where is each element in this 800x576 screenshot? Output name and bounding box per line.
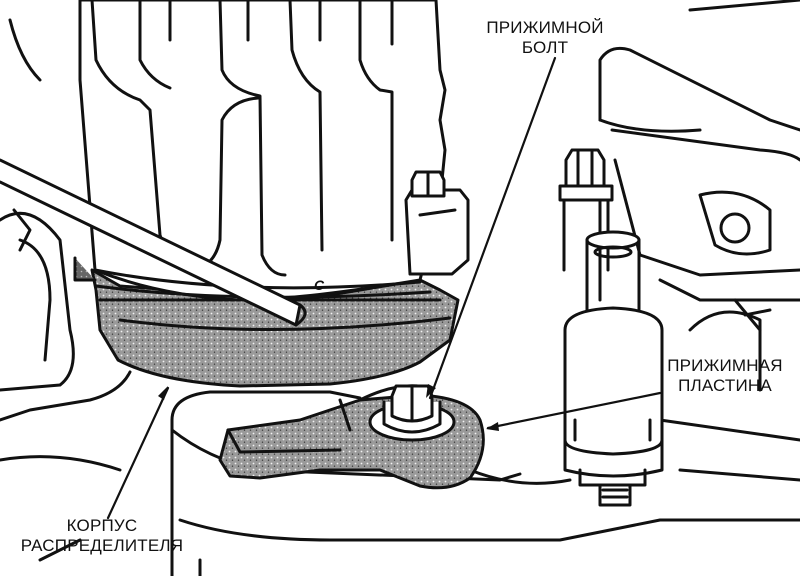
wrench-bar bbox=[0, 158, 307, 327]
callout-hold-down-bolt-line2: БОЛТ bbox=[521, 38, 569, 57]
callout-distributor-housing: КОРПУС РАСПРЕДЕЛИТЕЛЯ bbox=[2, 516, 202, 556]
callout-hold-down-bolt-line1: ПРИЖИМНОЙ bbox=[486, 18, 604, 37]
callout-hold-down-plate: ПРИЖИМНАЯ ПЛАСТИНА bbox=[650, 356, 800, 396]
engine-block bbox=[598, 0, 800, 482]
callout-hold-down-plate-line1: ПРИЖИМНАЯ bbox=[667, 356, 783, 375]
leader-lines bbox=[106, 56, 662, 520]
callout-distributor-housing-line1: КОРПУС bbox=[66, 516, 138, 535]
callout-distributor-housing-line2: РАСПРЕДЕЛИТЕЛЯ bbox=[20, 536, 184, 555]
arrowhead-plate bbox=[486, 422, 499, 431]
hold-down-bolt bbox=[368, 384, 456, 442]
cap-clip-bolt bbox=[404, 170, 470, 276]
engine-stud bbox=[558, 148, 614, 272]
arrowhead-bolt bbox=[426, 384, 436, 398]
leader-hold-down-plate bbox=[486, 391, 662, 430]
distributor-cap bbox=[78, 0, 447, 302]
leader-hold-down-bolt bbox=[428, 56, 557, 400]
cap-mark: C bbox=[314, 277, 325, 293]
spacer-sleeve bbox=[563, 230, 664, 507]
leader-distributor-housing bbox=[106, 386, 170, 520]
callout-hold-down-plate-line2: ПЛАСТИНА bbox=[678, 376, 772, 395]
left-engine-parts bbox=[0, 18, 132, 562]
mounting-boss bbox=[170, 390, 800, 576]
callout-hold-down-bolt: ПРИЖИМНОЙ БОЛТ bbox=[470, 18, 620, 58]
arrowhead-housing bbox=[158, 386, 168, 400]
